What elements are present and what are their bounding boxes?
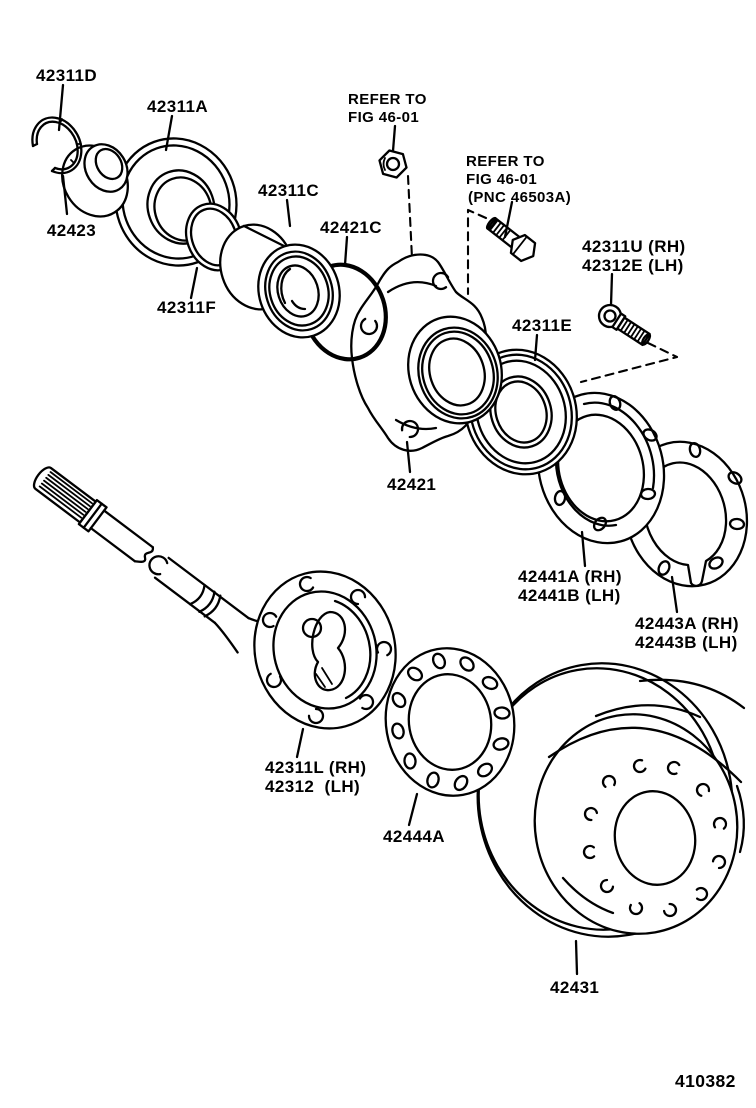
hub-stud-drawing bbox=[579, 303, 679, 384]
refer-note-right-line3: (PNC 46503A) bbox=[468, 189, 571, 206]
label-42441a-rh: 42441A (RH) bbox=[518, 567, 622, 586]
label-42444a: 42444A bbox=[383, 827, 445, 846]
inner-bearing-drawing bbox=[219, 223, 341, 339]
label-42421c: 42421C bbox=[320, 218, 382, 237]
refer-note-top-line2: FIG 46-01 bbox=[348, 109, 419, 126]
label-42311f: 42311F bbox=[157, 298, 216, 317]
hub-bolt-drawing bbox=[466, 208, 537, 296]
label-42443a-rh: 42443A (RH) bbox=[635, 614, 739, 633]
label-42311e: 42311E bbox=[512, 316, 572, 335]
shaft-nut-drawing bbox=[378, 149, 414, 260]
figure-number: 410382 bbox=[675, 1071, 736, 1091]
refer-note-right-line1: REFER TO bbox=[466, 153, 545, 170]
axle-shaft-drawing bbox=[32, 466, 397, 730]
label-42311c: 42311C bbox=[258, 181, 319, 200]
label-42312-lh: 42312 (LH) bbox=[265, 777, 360, 796]
snap-ring-drawing bbox=[31, 116, 83, 175]
label-42423-highlighted[interactable]: 42423 bbox=[47, 221, 96, 240]
label-42421: 42421 bbox=[387, 475, 436, 494]
leader-lines bbox=[57, 83, 679, 976]
label-42311d: 42311D bbox=[36, 66, 97, 85]
refer-note-right-line2: FIG 46-01 bbox=[466, 171, 537, 188]
label-42311l-rh: 42311L (RH) bbox=[265, 758, 366, 777]
label-42441b-lh: 42441B (LH) bbox=[518, 586, 621, 605]
label-42431: 42431 bbox=[550, 978, 599, 997]
label-42312e-lh: 42312E (LH) bbox=[582, 256, 684, 275]
brake-drum-drawing bbox=[476, 662, 746, 938]
label-42443b-lh: 42443B (LH) bbox=[635, 633, 738, 652]
highlighted-part-callout[interactable]: 42423 bbox=[33, 214, 110, 243]
label-42311a: 42311A bbox=[147, 97, 208, 116]
hole-disc-drawing bbox=[384, 647, 516, 797]
label-42311u-rh: 42311U (RH) bbox=[582, 237, 686, 256]
refer-note-top-line1: REFER TO bbox=[348, 91, 427, 108]
